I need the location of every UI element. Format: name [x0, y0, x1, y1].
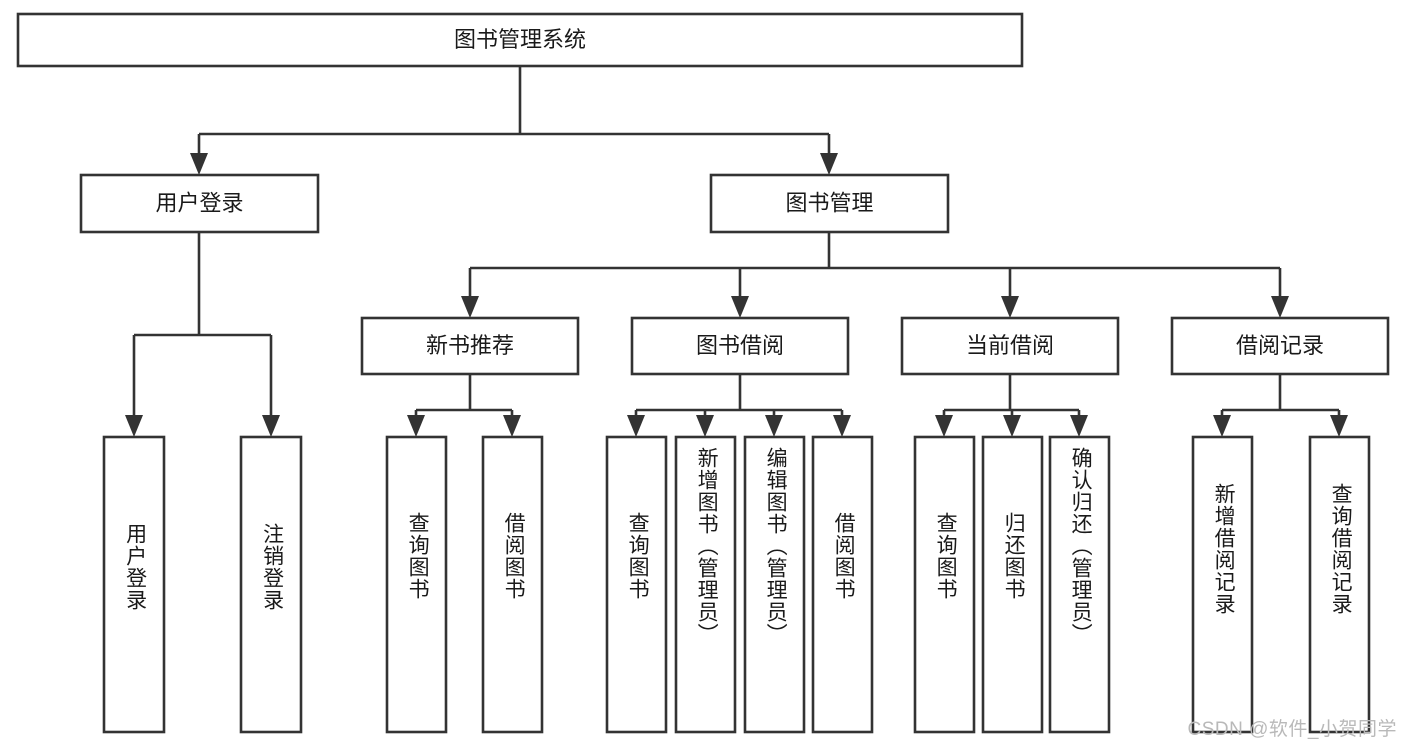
- node-box-leaf-add-borrow-record[interactable]: [1191, 435, 1254, 734]
- node-leaf-add-book[interactable]: [674, 435, 737, 734]
- node-box-user-login[interactable]: [79, 173, 320, 234]
- node-book-manage[interactable]: 图书管理: [709, 173, 950, 234]
- arrow-head-icon: [1271, 296, 1289, 318]
- node-box-leaf-user-logout[interactable]: [239, 435, 303, 734]
- node-label-root: 图书管理系统: [454, 27, 586, 52]
- arrow-head-icon: [262, 415, 280, 437]
- node-label-new-book-recommend: 新书推荐: [426, 333, 514, 358]
- node-leaf-user-login[interactable]: [102, 435, 166, 734]
- arrow-head-icon: [407, 415, 425, 437]
- node-label-book-manage: 图书管理: [785, 190, 873, 215]
- node-leaf-borrow-book-1[interactable]: [481, 435, 544, 734]
- node-leaf-borrow-book-2[interactable]: [811, 435, 874, 734]
- node-new-book-recommend[interactable]: 新书推荐: [360, 316, 580, 376]
- node-label-current-borrow: 当前借阅: [966, 333, 1054, 358]
- node-leaf-confirm-return[interactable]: [1048, 435, 1111, 734]
- node-label-book-borrow: 图书借阅: [696, 333, 784, 358]
- node-borrow-record[interactable]: 借阅记录: [1170, 316, 1390, 376]
- arrow-head-icon: [1070, 415, 1088, 437]
- node-leaf-edit-book[interactable]: [743, 435, 806, 734]
- node-box-leaf-query-book-3[interactable]: [913, 435, 976, 734]
- node-box-leaf-borrow-book-1[interactable]: [481, 435, 544, 734]
- node-box-book-manage[interactable]: [709, 173, 950, 234]
- node-box-leaf-query-book-1[interactable]: [385, 435, 448, 734]
- arrow-head-icon: [190, 153, 208, 175]
- node-box-leaf-query-book-2[interactable]: [605, 435, 668, 734]
- node-box-leaf-edit-book[interactable]: [743, 435, 806, 734]
- node-leaf-query-borrow-record[interactable]: [1308, 435, 1371, 734]
- node-box-leaf-confirm-return[interactable]: [1048, 435, 1111, 734]
- arrow-head-icon: [461, 296, 479, 318]
- node-box-current-borrow[interactable]: [900, 316, 1120, 376]
- node-box-borrow-record[interactable]: [1170, 316, 1390, 376]
- node-box-leaf-return-book[interactable]: [981, 435, 1044, 734]
- node-leaf-return-book[interactable]: [981, 435, 1044, 734]
- node-box-leaf-user-login[interactable]: [102, 435, 166, 734]
- node-leaf-add-borrow-record[interactable]: [1191, 435, 1254, 734]
- node-leaf-query-book-3[interactable]: [913, 435, 976, 734]
- arrow-head-icon: [731, 296, 749, 318]
- arrow-head-icon: [1213, 415, 1231, 437]
- watermark-text: CSDN @软件_小贺同学: [1187, 719, 1397, 740]
- node-box-leaf-query-borrow-record[interactable]: [1308, 435, 1371, 734]
- arrow-head-icon: [503, 415, 521, 437]
- arrow-head-icon: [125, 415, 143, 437]
- node-leaf-user-logout[interactable]: [239, 435, 303, 734]
- node-box-book-borrow[interactable]: [630, 316, 850, 376]
- arrow-head-icon: [627, 415, 645, 437]
- node-label-user-login: 用户登录: [155, 190, 243, 215]
- arrow-head-icon: [696, 415, 714, 437]
- arrow-head-icon: [1330, 415, 1348, 437]
- arrow-head-icon: [820, 153, 838, 175]
- node-current-borrow[interactable]: 当前借阅: [900, 316, 1120, 376]
- node-root[interactable]: 图书管理系统: [16, 12, 1024, 68]
- arrow-head-icon: [833, 415, 851, 437]
- node-leaf-query-book-2[interactable]: [605, 435, 668, 734]
- node-box-leaf-borrow-book-2[interactable]: [811, 435, 874, 734]
- node-leaf-query-book-1[interactable]: [385, 435, 448, 734]
- node-label-borrow-record: 借阅记录: [1236, 333, 1324, 358]
- node-box-new-book-recommend[interactable]: [360, 316, 580, 376]
- arrow-head-icon: [765, 415, 783, 437]
- connectors-layer: [125, 66, 1348, 437]
- node-box-leaf-add-book[interactable]: [674, 435, 737, 734]
- node-user-login[interactable]: 用户登录: [79, 173, 320, 234]
- arrow-head-icon: [1003, 415, 1021, 437]
- arrow-head-icon: [935, 415, 953, 437]
- arrow-head-icon: [1001, 296, 1019, 318]
- node-box-root[interactable]: [16, 12, 1024, 68]
- node-book-borrow[interactable]: 图书借阅: [630, 316, 850, 376]
